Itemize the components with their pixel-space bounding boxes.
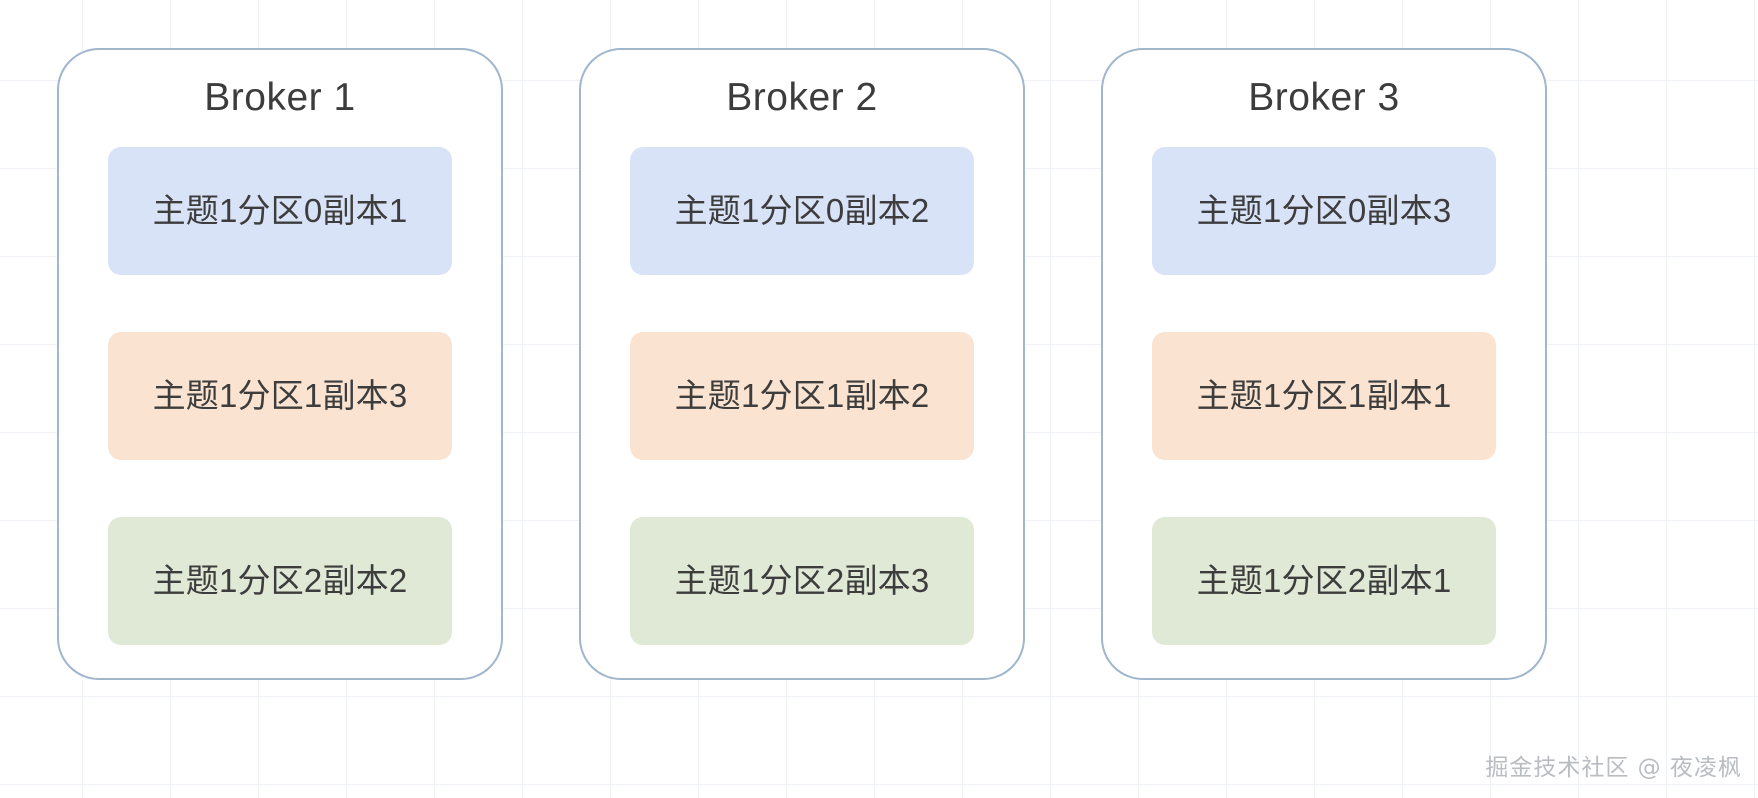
replica-box-2-1[interactable]: 主题1分区1副本2 xyxy=(630,331,974,460)
replica-label-2-2: 主题1分区2副本3 xyxy=(674,562,930,600)
replica-box-1-0[interactable]: 主题1分区0副本1 xyxy=(108,146,452,275)
replica-label-3-1: 主题1分区1副本1 xyxy=(1196,377,1452,415)
broker-card-3[interactable]: Broker 3 主题1分区0副本3 主题1分区1副本1 主题1分区2副本1 xyxy=(1101,48,1547,680)
replica-box-1-1[interactable]: 主题1分区1副本3 xyxy=(108,331,452,460)
replica-label-3-0: 主题1分区0副本3 xyxy=(1196,192,1452,230)
replica-box-2-0[interactable]: 主题1分区0副本2 xyxy=(630,146,974,275)
replica-box-3-2[interactable]: 主题1分区2副本1 xyxy=(1152,516,1496,645)
replica-list-1: 主题1分区0副本1 主题1分区1副本3 主题1分区2副本2 xyxy=(59,146,501,645)
replica-label-2-0: 主题1分区0副本2 xyxy=(674,192,930,230)
replica-box-3-0[interactable]: 主题1分区0副本3 xyxy=(1152,146,1496,275)
replica-label-1-1: 主题1分区1副本3 xyxy=(152,377,408,415)
replica-box-1-2[interactable]: 主题1分区2副本2 xyxy=(108,516,452,645)
replica-list-3: 主题1分区0副本3 主题1分区1副本1 主题1分区2副本1 xyxy=(1103,146,1545,645)
broker-card-1[interactable]: Broker 1 主题1分区0副本1 主题1分区1副本3 主题1分区2副本2 xyxy=(57,48,503,680)
broker-card-2[interactable]: Broker 2 主题1分区0副本2 主题1分区1副本2 主题1分区2副本3 xyxy=(579,48,1025,680)
watermark: 掘金技术社区 @ 夜凌枫 xyxy=(1485,755,1742,781)
replica-box-2-2[interactable]: 主题1分区2副本3 xyxy=(630,516,974,645)
broker-title-1: Broker 1 xyxy=(204,76,356,119)
replica-list-2: 主题1分区0副本2 主题1分区1副本2 主题1分区2副本3 xyxy=(581,146,1023,645)
replica-label-3-2: 主题1分区2副本1 xyxy=(1196,562,1452,600)
replica-label-1-2: 主题1分区2副本2 xyxy=(152,562,408,600)
broker-title-3: Broker 3 xyxy=(1248,76,1400,119)
replica-label-1-0: 主题1分区0副本1 xyxy=(152,192,408,230)
broker-title-2: Broker 2 xyxy=(726,76,878,119)
replica-box-3-1[interactable]: 主题1分区1副本1 xyxy=(1152,331,1496,460)
replica-label-2-1: 主题1分区1副本2 xyxy=(674,377,930,415)
